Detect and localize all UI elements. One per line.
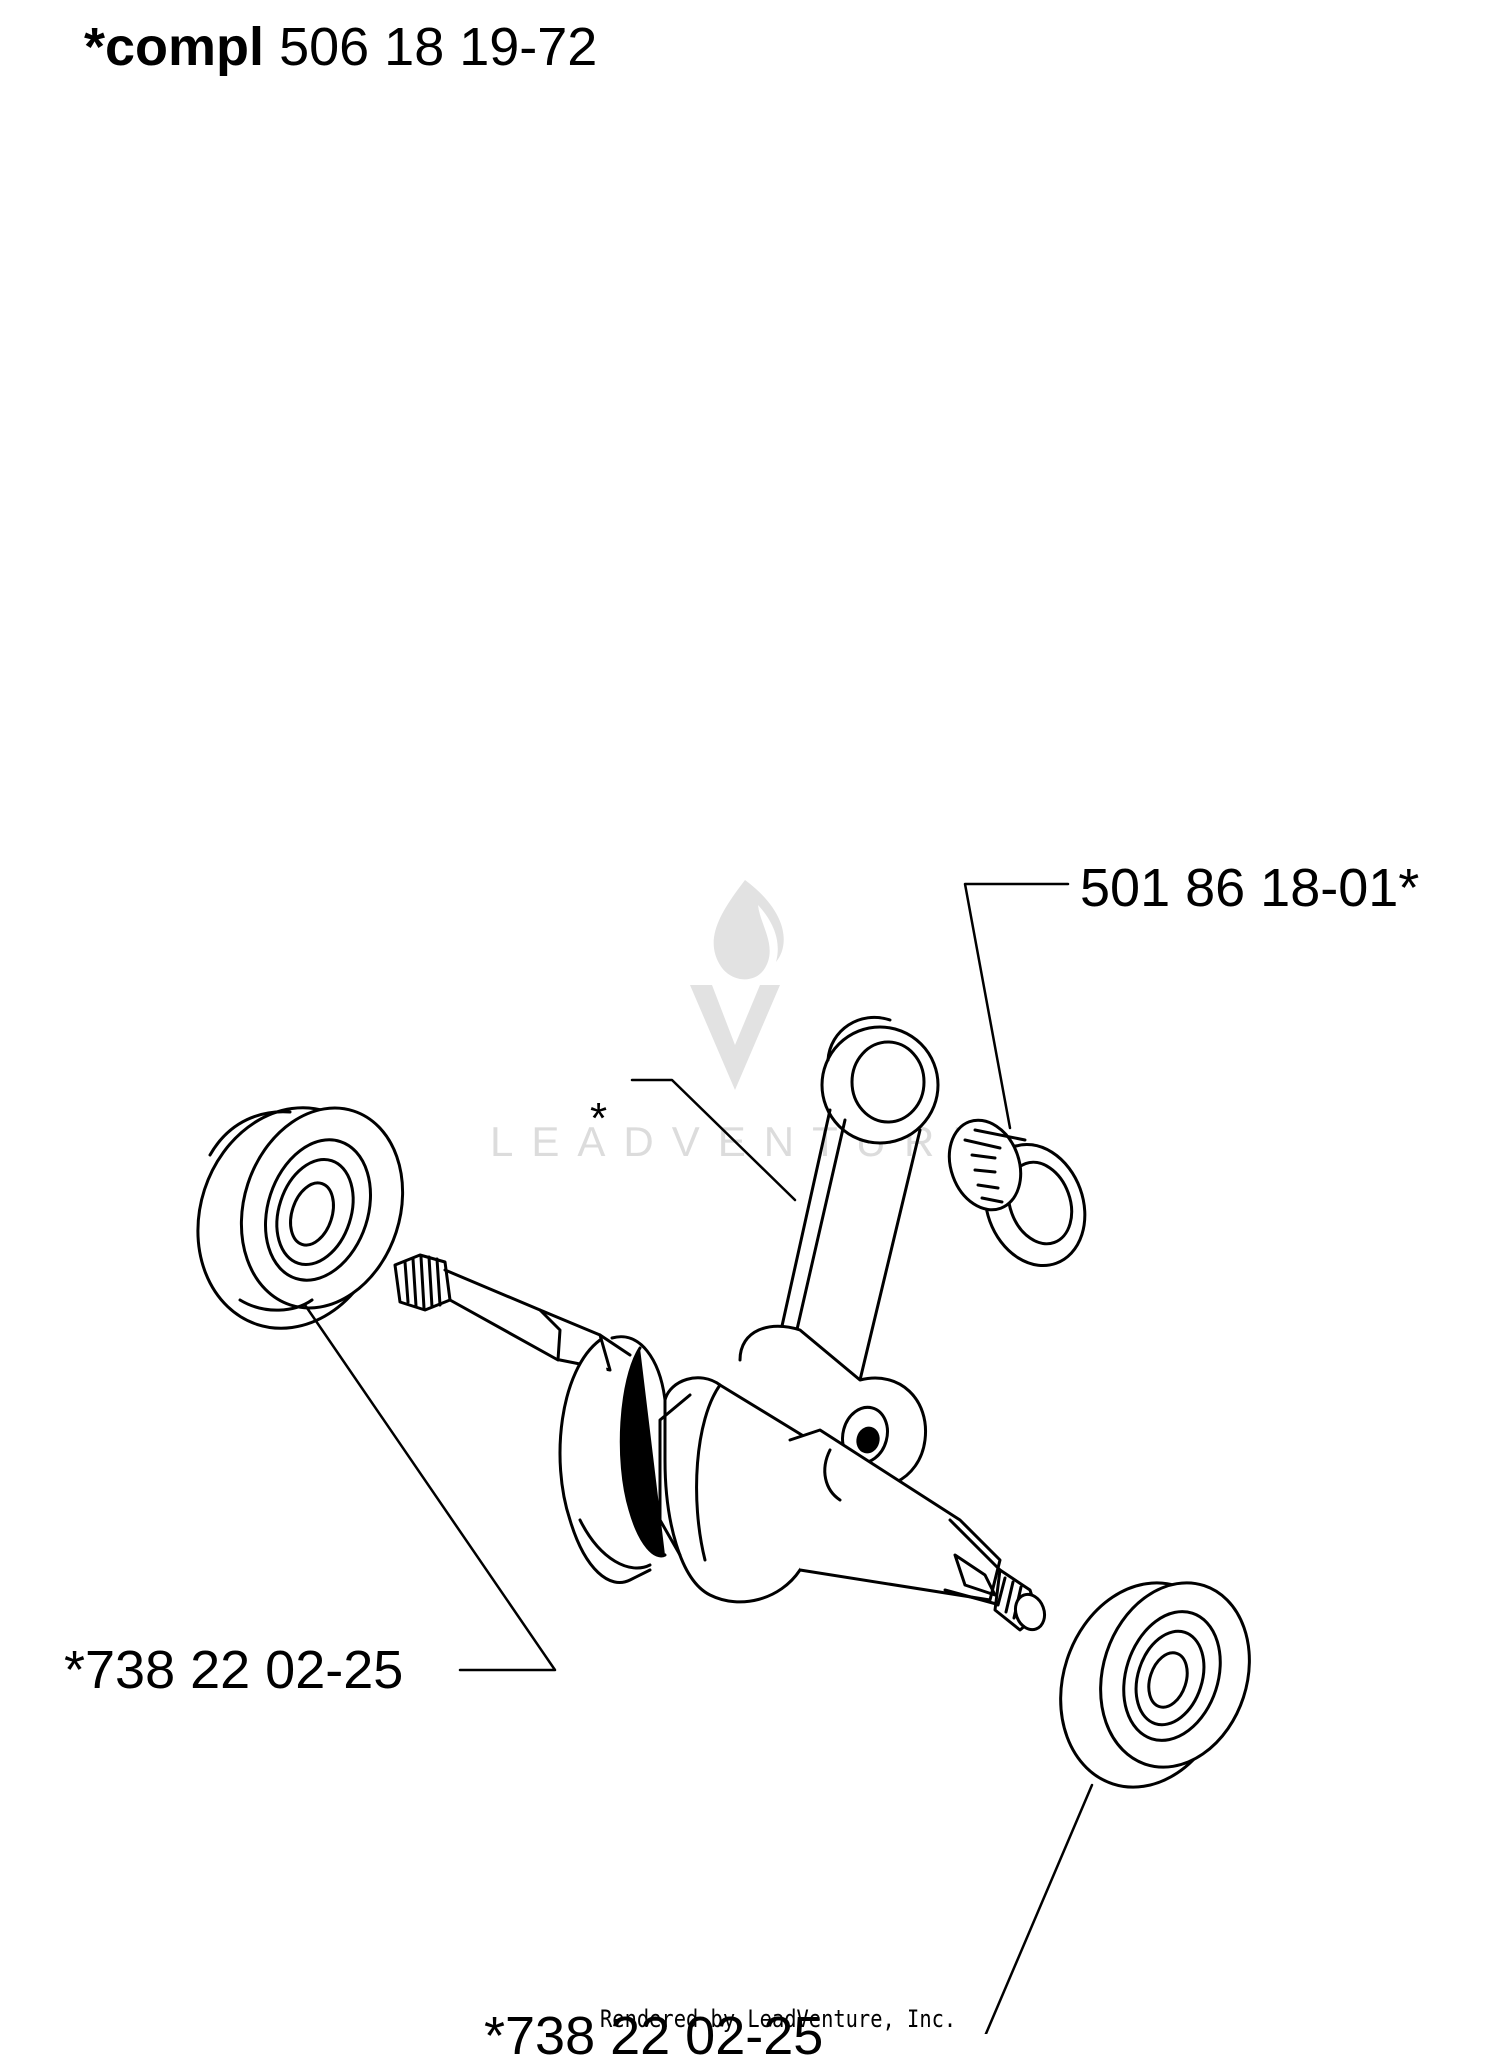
- label-bearing-left: *738 22 02-25: [64, 1640, 404, 1700]
- leader-lines: [303, 882, 1094, 2034]
- left-ball-bearing: [196, 1106, 405, 1330]
- title-part-number: 506 18 19-72: [279, 17, 598, 77]
- left-crank-web: [558, 1335, 667, 1584]
- label-needle-bearing: 501 86 18-01*: [1080, 858, 1420, 918]
- right-ball-bearing: [1059, 1581, 1251, 1789]
- leader-line-needle-bearing: [963, 882, 1070, 1130]
- right-shaft: [788, 1428, 1047, 1632]
- label-conrod: *: [590, 1094, 608, 1143]
- connecting-rod: [738, 1015, 940, 1490]
- leader-line-conrod: [630, 1078, 797, 1202]
- left-shaft: [393, 1253, 632, 1372]
- leader-line-bearing-right: [984, 1783, 1094, 2034]
- right-crank-web: [658, 1376, 826, 1604]
- watermark-flame-icon: [713, 880, 784, 980]
- title-prefix: *compl: [84, 17, 265, 77]
- leader-line-bearing-left: [303, 1303, 557, 1672]
- needle-bearing: [947, 1118, 1087, 1268]
- page-title: *compl 506 18 19-72: [84, 12, 597, 82]
- watermark-v-icon: [690, 985, 780, 1090]
- footer-credit: Rendered by LeadVenture, Inc.: [600, 2005, 957, 2033]
